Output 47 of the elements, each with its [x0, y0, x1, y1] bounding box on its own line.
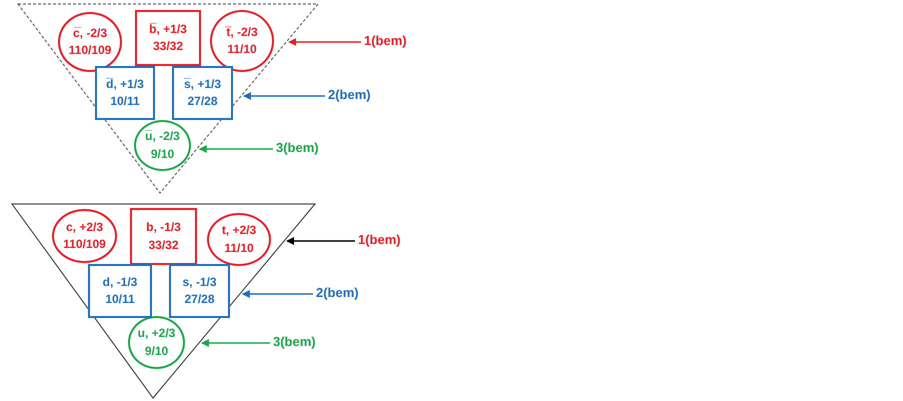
- mass-ratio: 11/10: [224, 240, 254, 256]
- triangle-outline: [17, 4, 320, 194]
- particle-box: [169, 264, 230, 318]
- quark-charge: b̅, +1/3: [149, 20, 187, 38]
- quark-charge: u, +2/3: [138, 325, 176, 342]
- level-label: 3(bem): [273, 334, 316, 349]
- particle-circle: [134, 120, 191, 171]
- mass-ratio: 9/10: [150, 146, 174, 162]
- quark-charge: t, +2/3: [222, 222, 256, 240]
- mass-ratio: 33/32: [152, 38, 184, 55]
- level-label: 3(bem): [276, 140, 319, 155]
- quark-charge: c̅, -2/3: [72, 24, 108, 42]
- mass-ratio: 110/109: [63, 236, 106, 253]
- arrow: [243, 92, 325, 100]
- quark-charge: u̅, -2/3: [145, 128, 180, 146]
- quark-charge: d̅, +1/3: [106, 76, 144, 93]
- arrow: [288, 38, 361, 46]
- mass-ratio: 27/28: [187, 93, 218, 110]
- arrow: [198, 145, 273, 153]
- arrow: [242, 290, 313, 298]
- mass-ratio: 27/28: [184, 291, 215, 308]
- mass-ratio: 10/11: [105, 291, 135, 308]
- particle-box: [95, 66, 155, 120]
- particle-box: [135, 10, 201, 66]
- mass-ratio: 110/109: [68, 42, 112, 59]
- quark-charge: s, -1/3: [182, 274, 217, 291]
- arrow: [200, 339, 270, 347]
- quark-charge: c, +2/3: [66, 218, 104, 236]
- quark-charge: b, -1/3: [146, 219, 181, 236]
- level-label: 1(bem): [364, 33, 407, 48]
- arrow: [286, 237, 355, 245]
- level-label: 2(bem): [328, 87, 371, 102]
- particle-box: [130, 208, 197, 265]
- level-label: 2(bem): [316, 285, 359, 300]
- level-label: 1(bem): [358, 232, 401, 247]
- quark-charge: s̅, +1/3: [184, 76, 222, 93]
- quark-charge: t̅, -2/3: [226, 24, 258, 41]
- particle-box: [172, 66, 233, 120]
- triangle-outline: [11, 204, 316, 399]
- particle-box: [88, 264, 152, 318]
- particle-circle: [207, 213, 271, 266]
- mass-ratio: 33/32: [148, 236, 179, 254]
- particle-circle: [128, 316, 185, 369]
- quark-charge: d, -1/3: [102, 274, 138, 291]
- mass-ratio: 9/10: [144, 342, 168, 360]
- mass-ratio: 10/11: [110, 93, 140, 110]
- mass-ratio: 11/10: [227, 41, 257, 58]
